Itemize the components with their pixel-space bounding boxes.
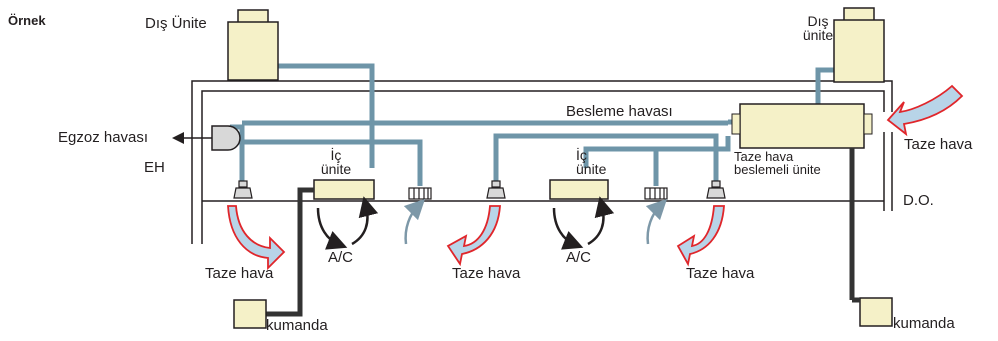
supply-air-label: Besleme havası [566, 103, 673, 120]
supply-diffuser-3 [706, 180, 726, 199]
fresh-air-unit-label: Taze hava beslemeli ünite [734, 149, 821, 177]
indoor-unit-2-label: İç ünite [576, 147, 607, 177]
supply-diffuser-2 [486, 180, 506, 199]
fresh-air-intake-label: Taze hava [904, 136, 973, 153]
exhaust-hood [172, 125, 241, 151]
duct-opening-label: D.O. [903, 192, 934, 209]
duct-lines [230, 63, 834, 186]
fresh-air-arrow-2 [446, 205, 501, 267]
fresh-air-arrow-1 [227, 205, 286, 271]
remote-control-left [233, 299, 267, 329]
outdoor-unit-left-label: Dış Ünite [145, 15, 207, 32]
remote-control-right-label: kumanda [893, 315, 955, 332]
fresh-air-arrow-3 [676, 205, 725, 267]
building-frame [191, 80, 893, 244]
outdoor-unit-left [227, 9, 279, 81]
outdoor-unit-right-label: Dış ünite [802, 13, 834, 43]
remote-control-right [852, 297, 893, 327]
exhaust-air-label: Egzoz havası [58, 129, 149, 146]
outdoor-unit-right [833, 7, 885, 83]
remote-wire-left [266, 187, 314, 317]
ac-arrows-1 [316, 196, 426, 250]
fresh-air-label-1: Taze hava [205, 265, 274, 282]
return-grille-1 [408, 187, 432, 200]
ac-label-2: A/C [566, 249, 592, 266]
remote-control-left-label: kumanda [266, 317, 328, 334]
indoor-unit-1-label: İç ünite [320, 147, 352, 177]
indoor-unit-2 [549, 179, 609, 200]
ac-arrows-2 [552, 196, 668, 250]
fresh-air-arrow-intake [886, 84, 964, 137]
fresh-air-label-2: Taze hava [452, 265, 521, 282]
fresh-air-unit [731, 103, 873, 300]
exhaust-hood-label: EH [144, 159, 165, 176]
return-grille-2 [644, 187, 668, 200]
supply-diffuser-1 [233, 180, 253, 199]
indoor-unit-1 [313, 179, 375, 200]
fresh-air-label-3: Taze hava [686, 265, 755, 282]
ac-label-1: A/C [328, 249, 354, 266]
diagram-title: Örnek [8, 13, 46, 28]
